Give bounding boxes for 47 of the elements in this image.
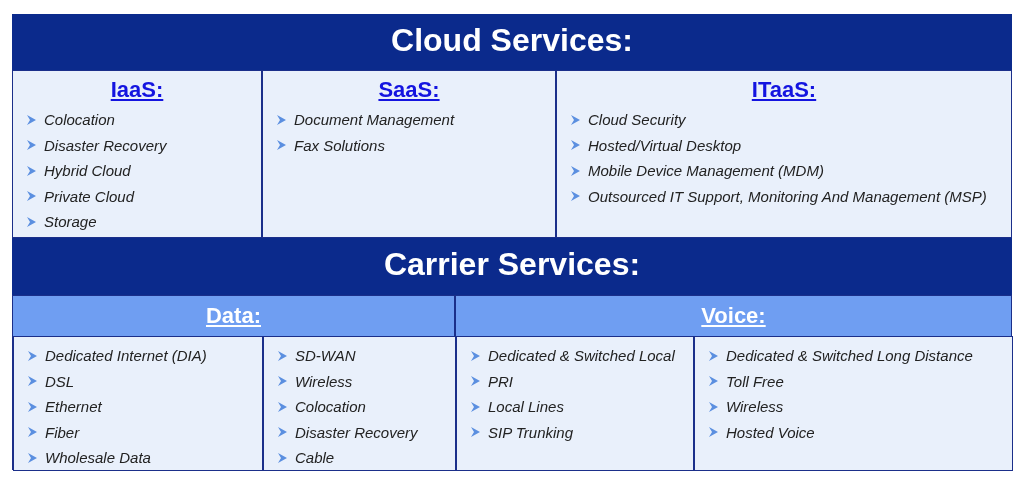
list-item: Dedicated & Switched Long Distance: [726, 347, 973, 365]
list-item: Disaster Recovery: [44, 136, 167, 154]
section-heading: Carrier Services:: [383, 246, 641, 282]
service-panel: [694, 336, 1013, 471]
list-item: Colocation: [295, 398, 366, 416]
list-item: Local Lines: [488, 398, 564, 416]
list-item: Storage: [44, 213, 97, 231]
list-item: Hosted/Virtual Desktop: [588, 136, 742, 154]
list-item: Cable: [295, 449, 335, 467]
category-panel: [455, 295, 1012, 470]
list-item: Document Management: [294, 111, 455, 129]
list-item: Mobile Device Management (MDM): [588, 162, 824, 180]
list-item: SIP Trunking: [488, 423, 574, 441]
list-item: Wireless: [295, 372, 353, 390]
list-item: Ethernet: [45, 398, 102, 416]
list-item: Outsourced IT Support, Monitoring And Management (MSP): [588, 187, 987, 205]
list-item: Hybrid Cloud: [44, 162, 131, 180]
section-band: [12, 14, 1012, 238]
list-item: PRI: [488, 372, 513, 390]
category-heading: Voice:: [701, 303, 766, 328]
category-panel: [12, 295, 455, 470]
section-heading: Cloud Services:: [391, 22, 633, 58]
list-item: Fax Solutions: [294, 136, 385, 154]
list-item: Cloud Security: [588, 111, 686, 129]
list-item: Fiber: [45, 423, 80, 441]
service-panel: [12, 70, 262, 238]
column-heading: IaaS:: [110, 77, 164, 103]
column-heading: ITaaS:: [751, 77, 817, 103]
category-heading: Data:: [206, 303, 261, 328]
list-item: Colocation: [44, 111, 115, 129]
section-band: [12, 238, 1012, 470]
list-item: DSL: [45, 372, 75, 390]
service-panel: [456, 336, 694, 471]
service-panel: [263, 336, 456, 471]
service-panel: [556, 70, 1012, 238]
service-panel: [262, 70, 556, 238]
list-item: Dedicated & Switched Local: [488, 347, 675, 365]
list-item: Disaster Recovery: [295, 423, 418, 441]
list-item: SD-WAN: [295, 347, 356, 365]
list-item: Private Cloud: [44, 187, 135, 205]
service-panel: [13, 336, 263, 471]
list-item: Wireless: [726, 398, 784, 416]
list-item: Toll Free: [726, 372, 784, 390]
list-item: Dedicated Internet (DIA): [45, 347, 207, 365]
column-heading: SaaS:: [378, 77, 440, 103]
list-item: Hosted Voice: [726, 423, 815, 441]
list-item: Wholesale Data: [45, 449, 151, 467]
